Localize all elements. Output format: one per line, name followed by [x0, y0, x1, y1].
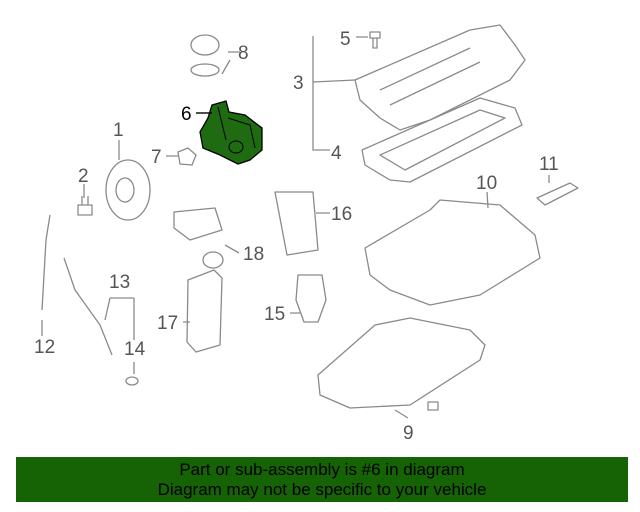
callout-4: 4 — [331, 143, 342, 164]
part-11[interactable] — [536, 182, 579, 206]
callout-8: 8 — [238, 43, 249, 64]
callout-5: 5 — [340, 29, 351, 50]
part-seal-14[interactable] — [125, 376, 139, 386]
info-banner: Part or sub-assembly is #6 in diagram Di… — [16, 457, 628, 502]
part-oil-pan-lower[interactable] — [317, 317, 486, 409]
callout-7: 7 — [151, 147, 162, 168]
part-cap[interactable] — [190, 34, 220, 56]
part-gasket[interactable] — [361, 97, 523, 183]
callout-11: 11 — [539, 154, 559, 175]
part-oil-cooler[interactable] — [186, 269, 223, 353]
callout-9: 9 — [403, 423, 414, 444]
callout-10: 10 — [476, 173, 497, 194]
part-6-highlighted[interactable] — [199, 100, 263, 165]
callout-13: 13 — [109, 272, 130, 293]
callout-2: 2 — [78, 166, 89, 187]
part-bolt-5[interactable] — [369, 31, 381, 49]
banner-line-1: Part or sub-assembly is #6 in diagram — [179, 460, 465, 479]
callout-17: 17 — [157, 313, 178, 334]
part-oil-pan-upper[interactable] — [364, 199, 541, 306]
part-7[interactable] — [177, 147, 197, 166]
callout-3: 3 — [293, 73, 304, 94]
callout-6[interactable]: 6 — [181, 104, 192, 125]
part-dipstick[interactable] — [41, 214, 51, 311]
callout-15: 15 — [264, 304, 285, 325]
callout-18: 18 — [243, 244, 264, 265]
callout-12: 12 — [34, 337, 55, 358]
part-oil-filter[interactable] — [274, 191, 319, 256]
part-gasket-18[interactable] — [173, 207, 223, 241]
callout-16: 16 — [331, 204, 352, 225]
callout-1: 1 — [113, 120, 124, 141]
banner-line-2: Diagram may not be specific to your vehi… — [157, 480, 487, 499]
part-valve-cover[interactable] — [354, 24, 526, 131]
part-bolt-2[interactable] — [77, 196, 93, 216]
part-filter-housing[interactable] — [295, 274, 327, 323]
part-drain-plug[interactable] — [427, 401, 439, 411]
callout-14: 14 — [124, 339, 146, 360]
part-pulley[interactable] — [105, 159, 151, 221]
